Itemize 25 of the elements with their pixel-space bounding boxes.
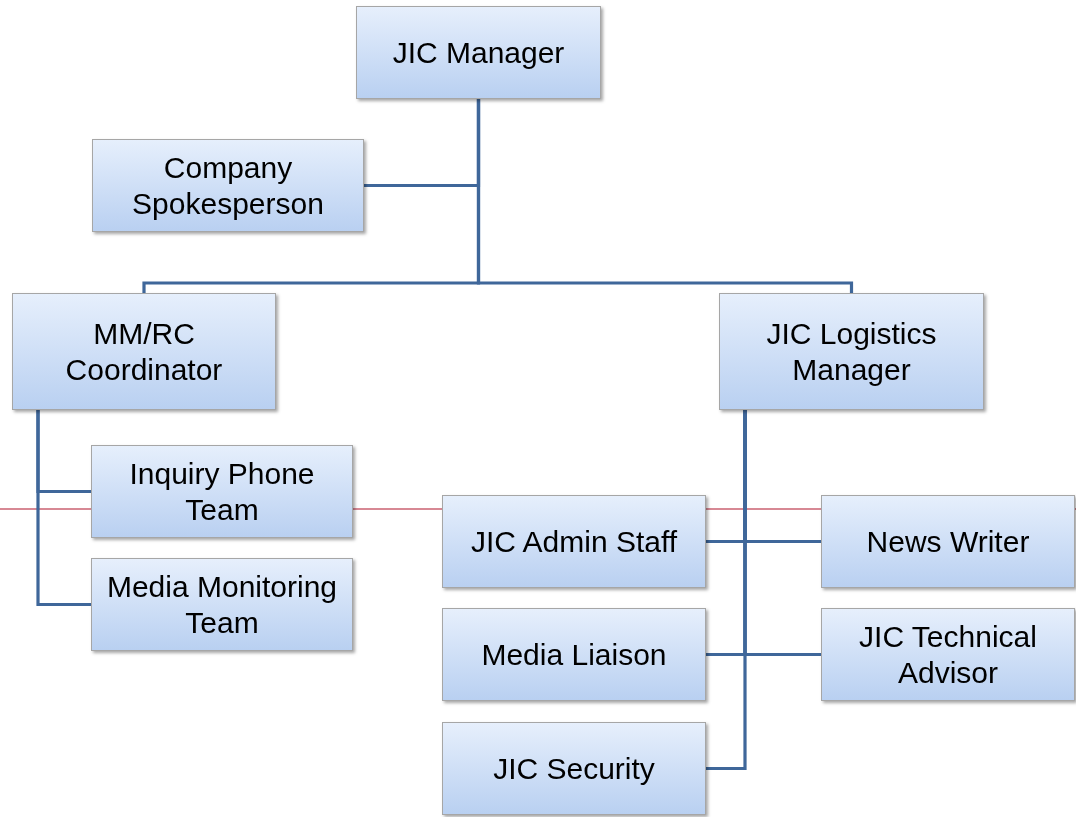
role-title: Media Liaison — [481, 636, 667, 673]
connector-line — [706, 410, 747, 771]
role-title: Company Spokesperson — [131, 149, 325, 222]
role-box — [91, 445, 353, 538]
role-box — [442, 722, 706, 815]
role-box — [91, 558, 353, 651]
role-title: News Writer — [866, 523, 1030, 560]
role-box — [12, 293, 276, 410]
role-box — [356, 6, 601, 99]
role-title: JIC Admin Staff — [470, 523, 678, 560]
role-title: Media Monitoring Team — [105, 568, 339, 641]
role-title: JIC Manager — [392, 34, 565, 71]
role-title: JIC Logistics Manager — [765, 315, 938, 388]
role-box — [821, 608, 1075, 701]
role-box — [442, 495, 706, 588]
role-title: Inquiry Phone Team — [128, 455, 316, 528]
connector-line — [476, 99, 854, 293]
role-title: JIC Technical Advisor — [858, 618, 1038, 691]
role-box — [92, 139, 364, 232]
role-title: JIC Security — [493, 750, 655, 787]
connector-line — [36, 410, 91, 607]
role-title: MM/RC Coordinator — [64, 315, 224, 388]
role-box — [821, 495, 1075, 588]
role-box — [442, 608, 706, 701]
role-box — [719, 293, 984, 410]
